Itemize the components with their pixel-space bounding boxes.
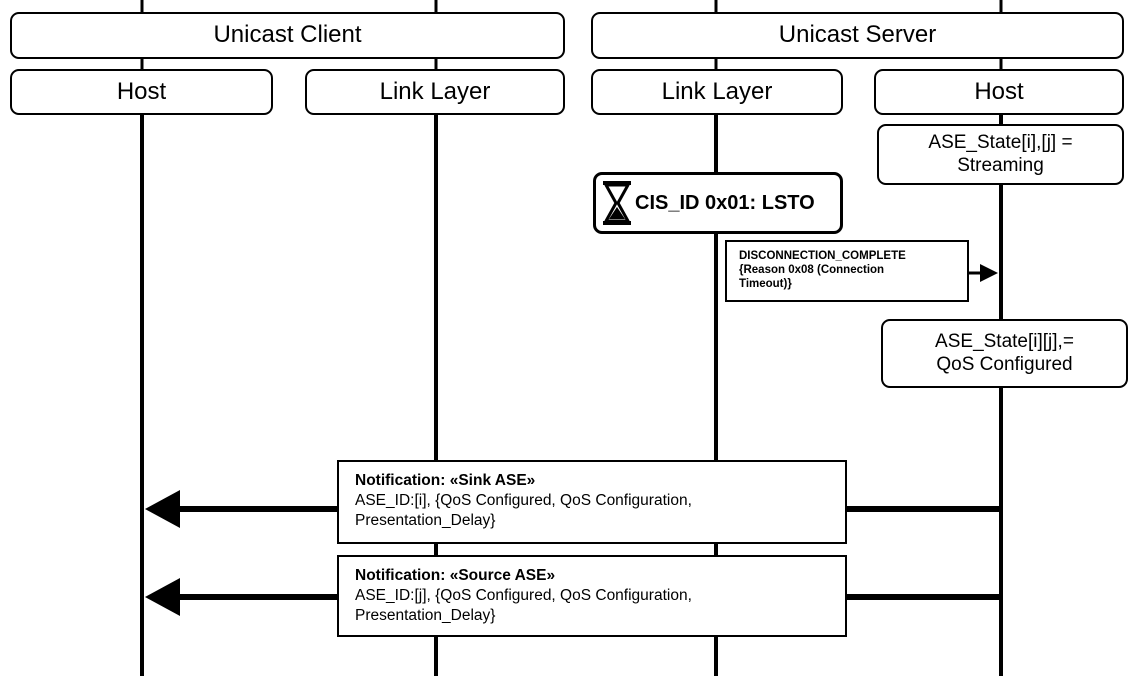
server-link-layer-label: Link Layer [661, 77, 773, 105]
sink-notification-title: Notification: «Sink ASE» [355, 472, 536, 489]
state-streaming-line2: Streaming [957, 154, 1044, 176]
server-link-layer-header: Link Layer [591, 69, 843, 115]
sink-notification-line2: ASE_ID:[i], {QoS Configured, QoS Configu… [355, 492, 692, 510]
state-streaming-line1: ASE_State[i],[j] = [928, 131, 1073, 153]
sink-notification-line3: Presentation_Delay} [355, 512, 496, 530]
unicast-server-label: Unicast Server [778, 21, 937, 49]
lsto-timer-box: CIS_ID 0x01: LSTO [593, 172, 843, 234]
sink-ase-notification: Notification: «Sink ASE» ASE_ID:[i], {Qo… [337, 460, 847, 544]
source-notification-line2: ASE_ID:[j], {QoS Configured, QoS Configu… [355, 587, 692, 605]
client-link-layer-label: Link Layer [379, 77, 491, 105]
client-link-layer-header: Link Layer [305, 69, 565, 115]
source-arrow-head [145, 578, 180, 616]
hourglass-icon [603, 181, 631, 225]
source-notification-line3: Presentation_Delay} [355, 607, 496, 625]
disconnection-complete-event: DISCONNECTION_COMPLETE {Reason 0x08 (Con… [725, 240, 969, 302]
source-ase-notification: Notification: «Source ASE» ASE_ID:[j], {… [337, 555, 847, 637]
server-host-header: Host [874, 69, 1124, 115]
unicast-server-header: Unicast Server [591, 12, 1124, 59]
disconnection-line3: Timeout)} [739, 277, 792, 290]
unicast-client-header: Unicast Client [10, 12, 565, 59]
disconnection-arrow-head [980, 264, 998, 282]
disconnection-line2: {Reason 0x08 (Connection [739, 263, 885, 276]
sink-arrow-head [145, 490, 180, 528]
unicast-client-label: Unicast Client [213, 21, 362, 49]
client-host-header: Host [10, 69, 273, 115]
source-notification-title: Notification: «Source ASE» [355, 567, 556, 584]
client-host-label: Host [116, 77, 167, 105]
disconnection-line1: DISCONNECTION_COMPLETE [739, 250, 906, 262]
state-streaming-box: ASE_State[i],[j] = Streaming [877, 124, 1124, 185]
state-qos-line1: ASE_State[i][j],= [935, 330, 1074, 352]
state-qos-line2: QoS Configured [936, 353, 1073, 375]
server-host-label: Host [974, 77, 1024, 105]
lsto-timer-label: CIS_ID 0x01: LSTO [635, 192, 815, 214]
state-qos-configured-box: ASE_State[i][j],= QoS Configured [881, 319, 1128, 388]
